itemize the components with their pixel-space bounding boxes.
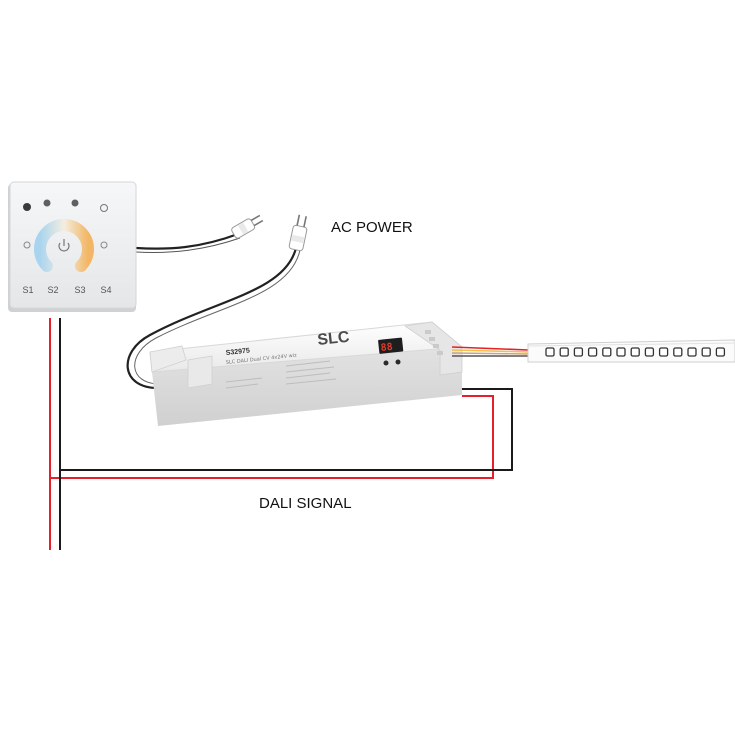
power-icon[interactable] bbox=[58, 239, 70, 252]
output-wires bbox=[451, 346, 529, 351]
led-chip bbox=[602, 347, 612, 357]
dali-wires bbox=[49, 318, 513, 550]
led-chip bbox=[630, 347, 640, 357]
ac-power-label: AC POWER bbox=[331, 219, 413, 236]
driver-button-2[interactable] bbox=[395, 359, 401, 365]
panel-mains-cable bbox=[135, 232, 239, 250]
panel-indicator-3[interactable] bbox=[71, 199, 79, 207]
led-chip bbox=[687, 347, 697, 357]
panel-indicator-4[interactable] bbox=[100, 204, 108, 212]
led-driver: SLC S32975 SLC DALI Dual CV 4x24V wiz 88 bbox=[149, 321, 529, 426]
dali-signal-label: DALI SIGNAL bbox=[259, 495, 352, 512]
terminal-screws bbox=[425, 330, 443, 355]
ac-plug-2 bbox=[288, 214, 308, 252]
led-chip bbox=[658, 347, 669, 357]
dali-red-loop bbox=[50, 395, 494, 479]
led-strip bbox=[527, 339, 735, 363]
color-temperature-ring[interactable] bbox=[34, 219, 94, 272]
panel-indicator-2[interactable] bbox=[43, 199, 51, 207]
strip-led-chips bbox=[545, 347, 726, 357]
led-chip bbox=[573, 347, 584, 357]
driver-brand: SLC bbox=[317, 329, 351, 349]
driver-mains-cable bbox=[126, 247, 298, 390]
led-chip bbox=[644, 347, 655, 357]
button-label-s2: S2 bbox=[47, 285, 58, 295]
led-chip bbox=[616, 347, 626, 357]
panel-indicator-left[interactable] bbox=[23, 241, 31, 249]
led-chip bbox=[673, 347, 683, 357]
led-chip bbox=[715, 347, 726, 357]
ac-plug-1 bbox=[231, 214, 264, 239]
wall-panel: S1 S2 S3 S4 bbox=[8, 181, 137, 312]
button-label-s4: S4 bbox=[100, 285, 111, 295]
button-label-s1: S1 bbox=[22, 285, 33, 295]
driver-model: S32975 bbox=[225, 347, 250, 356]
led-chip bbox=[545, 347, 555, 357]
driver-display-digits: 88 bbox=[380, 342, 393, 354]
led-chip bbox=[701, 347, 711, 357]
button-label-s3: S3 bbox=[74, 285, 85, 295]
driver-button-1[interactable] bbox=[383, 360, 389, 366]
led-chip bbox=[587, 347, 598, 357]
ac-cables bbox=[126, 232, 301, 390]
driver-display bbox=[378, 337, 404, 354]
panel-indicator-1[interactable] bbox=[23, 203, 31, 211]
input-terminal-block bbox=[187, 355, 213, 389]
driver-spec-lines bbox=[225, 360, 337, 389]
led-chip bbox=[559, 347, 569, 357]
panel-indicator-right[interactable] bbox=[100, 241, 108, 249]
output-terminal-block bbox=[403, 321, 463, 376]
dali-black-loop bbox=[60, 388, 513, 471]
